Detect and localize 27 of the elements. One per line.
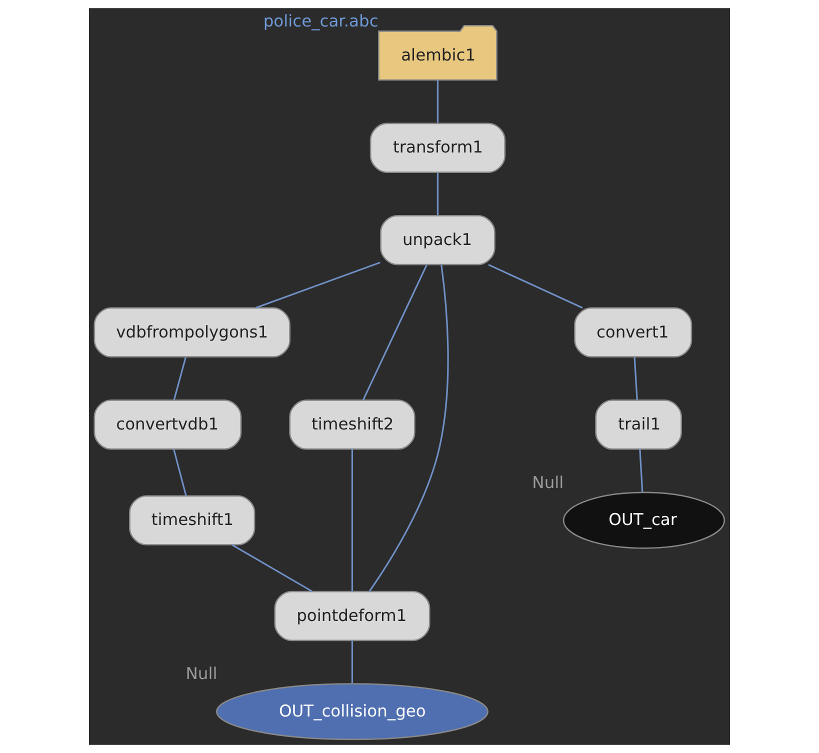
- node-box: trail1: [595, 400, 682, 450]
- node-label: Null: [532, 472, 564, 492]
- node-box: vdbfrompolygons1: [94, 307, 290, 358]
- connector: [436, 80, 439, 123]
- node-label: Null: [186, 664, 218, 684]
- connector: [256, 262, 380, 309]
- node-box: convertvdb1: [94, 400, 242, 450]
- node-ellipse: OUT_car: [562, 492, 726, 549]
- node-box: pointdeform1: [274, 590, 430, 642]
- connector: [362, 264, 428, 400]
- connector: [173, 357, 186, 400]
- node-box: transform1: [370, 122, 506, 173]
- node-box: timeshift2: [289, 400, 416, 450]
- node-label: police_car.abc: [263, 12, 378, 31]
- connector: [488, 264, 583, 309]
- node-ellipse: OUT_collision_geo: [216, 683, 488, 740]
- connector: [351, 640, 354, 684]
- connector: [351, 449, 354, 592]
- connector: [368, 264, 449, 592]
- node-box: timeshift1: [129, 495, 256, 546]
- connector: [232, 544, 313, 592]
- node-box: convert1: [574, 307, 692, 358]
- connector: [436, 172, 439, 216]
- connector: [173, 449, 187, 496]
- node-box: unpack1: [380, 215, 496, 266]
- connector: [634, 357, 638, 400]
- connector: [639, 449, 644, 492]
